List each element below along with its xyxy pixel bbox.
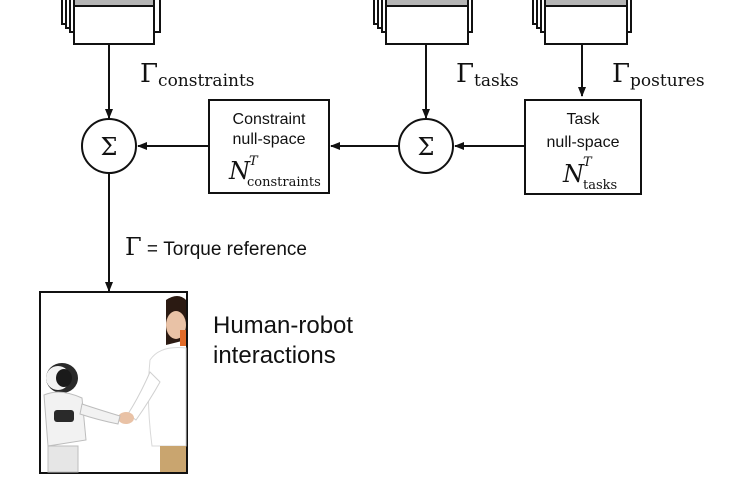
task-box-line2: null-space bbox=[547, 134, 620, 151]
task-box-sub: tasks bbox=[583, 178, 617, 193]
constraint-box-line2: null-space bbox=[233, 131, 306, 148]
constraint-box-n-symbol: N bbox=[228, 157, 251, 185]
summation-node-left: Σ bbox=[81, 118, 137, 174]
constraint-box-sub: constraints bbox=[247, 175, 321, 190]
hri-caption-line2: interactions bbox=[213, 342, 336, 369]
task-nullspace-box: Task null-space N T tasks bbox=[524, 99, 642, 195]
constraint-box-sup: T bbox=[249, 154, 259, 169]
robot-figure bbox=[43, 363, 121, 473]
gamma-postures-label: Γpostures bbox=[612, 59, 705, 91]
sigma-symbol-left: Σ bbox=[101, 133, 118, 161]
task-box-sup: T bbox=[583, 155, 593, 170]
gamma-tasks-label: Γtasks bbox=[456, 59, 519, 91]
handshake bbox=[118, 412, 134, 424]
human-robot-photo bbox=[39, 291, 188, 474]
hri-caption-line1: Human-robot bbox=[213, 312, 353, 339]
tasks-stack bbox=[373, 0, 473, 45]
task-box-n-symbol: N bbox=[562, 160, 585, 188]
gamma-constraints-label: Γconstraints bbox=[140, 59, 255, 91]
person-figure bbox=[127, 296, 187, 472]
constraint-nullspace-box: Constraint null-space N T constraints bbox=[208, 99, 330, 194]
postures-stack bbox=[532, 0, 632, 45]
summation-node-right: Σ bbox=[398, 118, 454, 174]
constraint-box-line1: Constraint bbox=[233, 111, 306, 128]
constraints-stack bbox=[61, 0, 161, 45]
sigma-symbol-right: Σ bbox=[418, 133, 435, 161]
task-box-line1: Task bbox=[567, 111, 601, 128]
torque-reference-label: Γ = Torque reference bbox=[125, 233, 307, 261]
